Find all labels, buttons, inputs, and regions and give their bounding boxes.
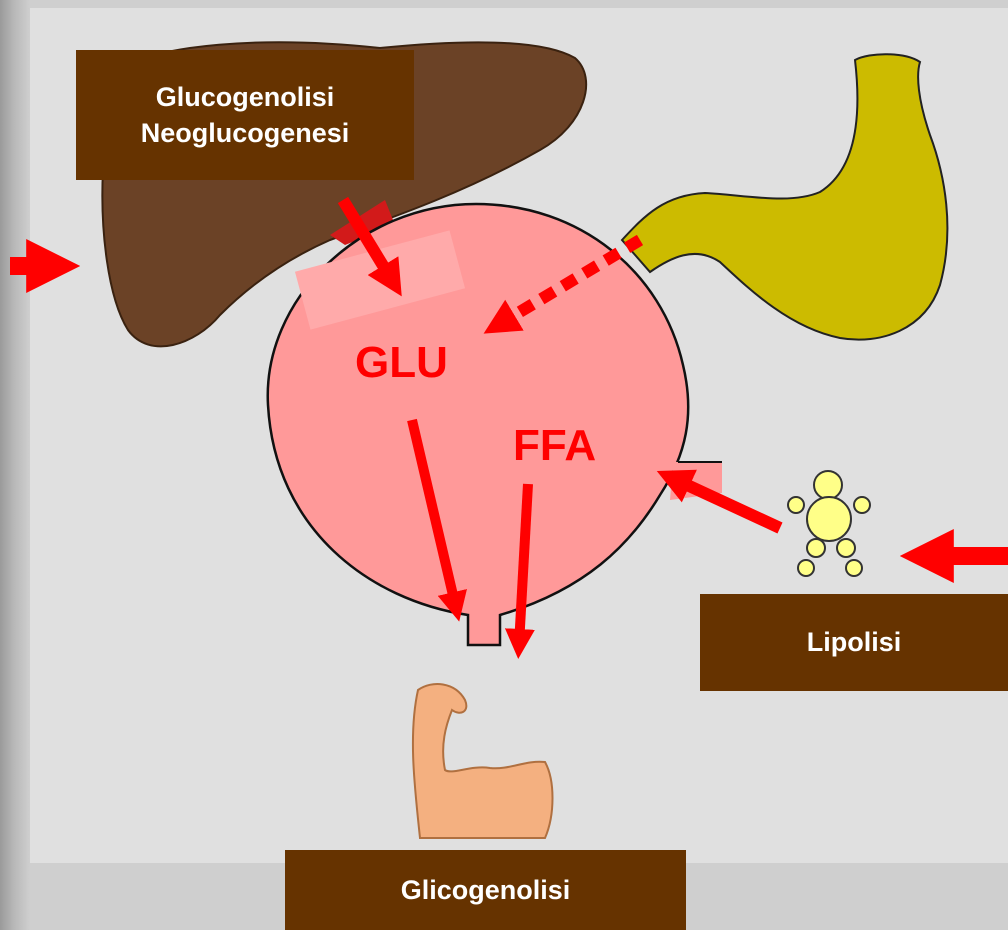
glicogenolisi-label: Glicogenolisi bbox=[401, 875, 571, 906]
glucogenolisi-label: Glucogenolisi bbox=[156, 79, 335, 115]
glicogenolisi-box: Glicogenolisi bbox=[285, 850, 686, 930]
lipolisi-box: Lipolisi bbox=[700, 594, 1008, 691]
lipolisi-label: Lipolisi bbox=[807, 627, 902, 658]
ffa-label: FFA bbox=[513, 421, 596, 471]
liver-process-box: Glucogenolisi Neoglucogenesi bbox=[76, 50, 414, 180]
neoglucogenesi-label: Neoglucogenesi bbox=[141, 115, 350, 151]
glu-label: GLU bbox=[355, 338, 448, 388]
